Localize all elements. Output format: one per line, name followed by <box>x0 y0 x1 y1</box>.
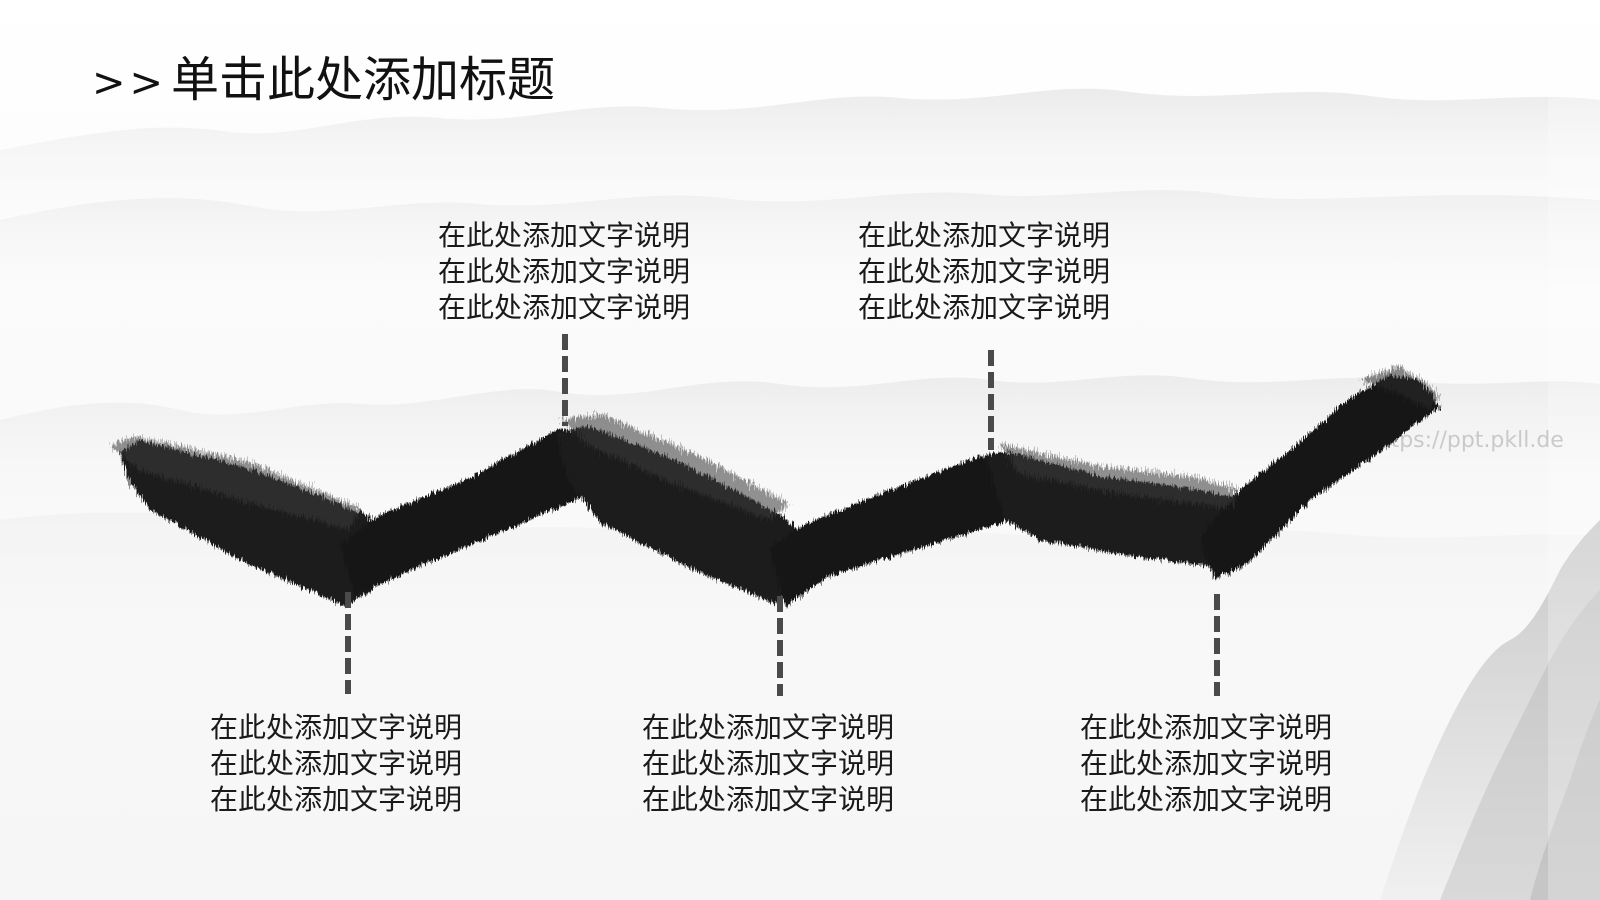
leader-line-top-1 <box>562 334 568 426</box>
brush-dry-texture-2 <box>560 414 790 520</box>
caption-line: 在此处添加文字说明 <box>438 291 691 324</box>
leader-line-top-2 <box>988 350 994 450</box>
brush-segment-6 <box>1200 376 1440 580</box>
caption-line: 在此处添加文字说明 <box>438 219 691 252</box>
caption-line: 在此处添加文字说明 <box>210 711 463 744</box>
brush-segment-2 <box>340 428 595 596</box>
brush-segment-5 <box>985 452 1240 568</box>
caption-line: 在此处添加文字说明 <box>1080 783 1333 816</box>
brush-segment-4 <box>770 452 1020 606</box>
caption-bottom-3[interactable]: 在此处添加文字说明 在此处添加文字说明 在此处添加文字说明 <box>1080 710 1332 818</box>
caption-line: 在此处添加文字说明 <box>858 219 1111 252</box>
leader-line-bottom-1 <box>345 592 351 694</box>
caption-line: 在此处添加文字说明 <box>858 255 1111 288</box>
brush-segment-3 <box>555 426 800 604</box>
leader-line-bottom-2 <box>777 596 783 696</box>
caption-bottom-2[interactable]: 在此处添加文字说明 在此处添加文字说明 在此处添加文字说明 <box>642 710 894 818</box>
caption-line: 在此处添加文字说明 <box>858 291 1111 324</box>
caption-line: 在此处添加文字说明 <box>642 747 895 780</box>
brush-dry-texture-1 <box>110 436 360 530</box>
page-title[interactable]: >>单击此处添加标题 <box>92 50 555 113</box>
brush-dry-texture-3 <box>1000 444 1240 508</box>
leader-line-bottom-3 <box>1214 594 1220 696</box>
caption-bottom-1[interactable]: 在此处添加文字说明 在此处添加文字说明 在此处添加文字说明 <box>210 710 462 818</box>
title-prefix: >> <box>92 60 168 106</box>
caption-line: 在此处添加文字说明 <box>642 711 895 744</box>
caption-line: 在此处添加文字说明 <box>1080 747 1333 780</box>
caption-top-1[interactable]: 在此处添加文字说明 在此处添加文字说明 在此处添加文字说明 <box>438 218 690 326</box>
caption-line: 在此处添加文字说明 <box>210 747 463 780</box>
caption-line: 在此处添加文字说明 <box>642 783 895 816</box>
brush-dry-texture-4 <box>1360 366 1440 410</box>
title-text: 单击此处添加标题 <box>171 52 556 108</box>
caption-line: 在此处添加文字说明 <box>1080 711 1333 744</box>
caption-line: 在此处添加文字说明 <box>438 255 691 288</box>
caption-top-2[interactable]: 在此处添加文字说明 在此处添加文字说明 在此处添加文字说明 <box>858 218 1110 326</box>
caption-line: 在此处添加文字说明 <box>210 783 463 816</box>
